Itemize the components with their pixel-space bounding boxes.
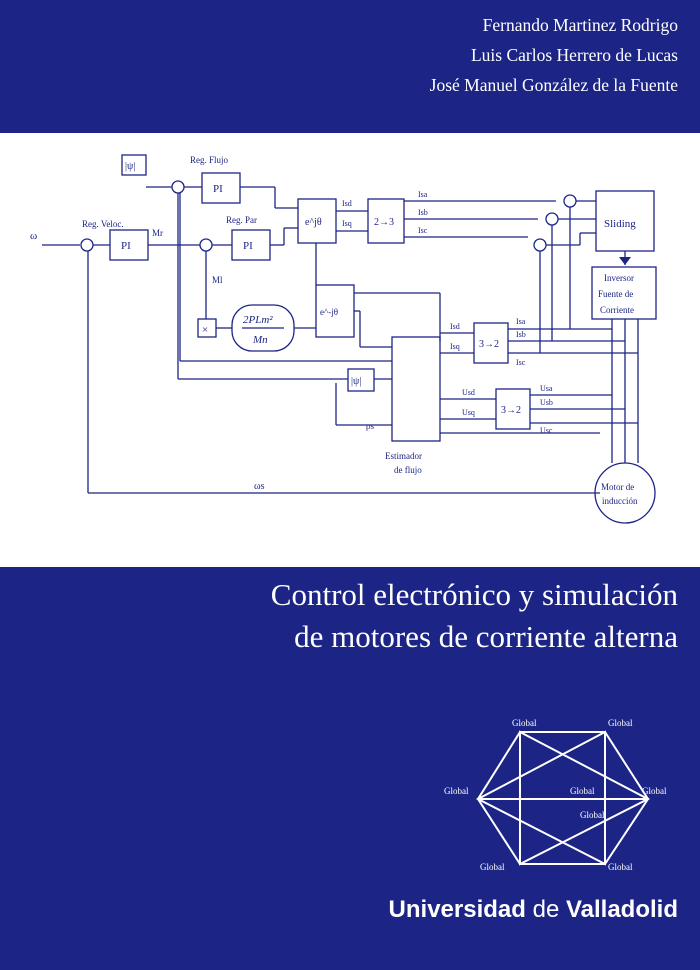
usq-label: Usq — [462, 408, 475, 417]
isa-meas-label: Isa — [516, 317, 526, 326]
title-line-2: de motores de corriente alterna — [294, 619, 678, 654]
author-3: José Manuel González de la Fuente — [429, 75, 678, 95]
sum-junction-torque — [199, 238, 213, 252]
logo-node-8: Global — [608, 862, 633, 872]
title-line-1: Control electrónico y simulación — [270, 577, 678, 612]
usd-label: Usd — [462, 388, 475, 397]
transform-block-e — [297, 198, 337, 244]
gain-denominator: Mn — [252, 334, 268, 346]
motor-symbol — [594, 462, 656, 524]
logo-node-7: Global — [480, 862, 505, 872]
logo-node-1: Global — [512, 718, 537, 728]
isd-meas-label: Isd — [450, 322, 460, 331]
reg-flux-label: Reg. Flujo — [190, 155, 229, 165]
isb-ref-label: Isb — [418, 208, 428, 217]
gain-numerator: 2PLm² — [243, 314, 273, 326]
motor-line-2: inducción — [602, 496, 638, 506]
book-title: Control electrónico y simulación de moto… — [271, 574, 678, 658]
inverter-line-3: Corriente — [600, 305, 634, 315]
sum-junction-flux — [171, 180, 185, 194]
mr-label: Mr — [152, 228, 163, 238]
inverter-line-2: Fuente de — [598, 289, 633, 299]
isq-meas-label: Isq — [450, 342, 460, 351]
publisher-word-3: Valladolid — [565, 896, 678, 923]
sum-junction-b — [545, 212, 559, 226]
logo-node-5: Global — [642, 786, 667, 796]
flux-ref-text: |ψ| — [125, 161, 135, 172]
pi-speed-text: PI — [121, 240, 131, 252]
publisher-name: Universidad de Valladolid — [389, 896, 678, 924]
isb-meas-label: Isb — [516, 330, 526, 339]
usa-label: Usa — [540, 384, 553, 393]
isq-ref-label: Isq — [342, 219, 352, 228]
motor-line-1: Motor de — [601, 482, 634, 492]
hexagram-logo: Global Global Global Global Global Globa… — [444, 718, 667, 872]
publisher-word-1: Universidad — [388, 896, 526, 923]
usc-label: Usc — [540, 426, 553, 435]
inverter-line-1: Inversor — [604, 273, 634, 283]
isc-ref-label: Isc — [418, 226, 428, 235]
author-list: Fernando Martinez Rodrigo Luis Carlos He… — [430, 10, 678, 100]
transform-inv-text: e^-jθ — [320, 307, 338, 317]
usb-label: Usb — [540, 398, 553, 407]
reg-torque-label: Reg. Par — [226, 215, 257, 225]
estimator-line-2: de flujo — [394, 465, 422, 475]
isd-ref-label: Isd — [342, 199, 352, 208]
logo-node-4: Global — [570, 786, 595, 796]
author-1: Fernando Martinez Rodrigo — [482, 15, 678, 35]
conv-2to3-block — [367, 198, 405, 244]
rho-label: ρs — [366, 421, 374, 431]
transform-e-text: e^jθ — [305, 217, 322, 228]
block-diagram: ω Reg. Veloc. PI Mr |ψ| Reg. Flujo PI — [30, 154, 657, 524]
flux-estimator-block — [391, 336, 441, 442]
sum-junction-speed — [80, 238, 94, 252]
pi-torque-text: PI — [243, 240, 253, 252]
est-flux-text: |ψ| — [351, 376, 361, 387]
speed-feedback-label: ωs — [254, 481, 265, 492]
ml-label: Ml — [212, 275, 223, 285]
logo-node-6: Global — [580, 810, 605, 820]
arrow-down-icon — [619, 257, 631, 265]
author-2: Luis Carlos Herrero de Lucas — [470, 45, 678, 65]
isc-meas-label: Isc — [516, 358, 526, 367]
logo-node-3: Global — [444, 786, 469, 796]
pi-flux-text: PI — [213, 183, 223, 195]
estimator-line-1: Estimador — [385, 451, 422, 461]
speed-input-label: ω — [30, 230, 37, 242]
flux-ref-box — [121, 154, 147, 176]
est-flux-box — [347, 368, 375, 392]
control-diagram-panel: ω Reg. Veloc. PI Mr |ψ| Reg. Flujo PI — [0, 133, 700, 567]
logo-node-2: Global — [608, 718, 633, 728]
multiplier-sign: × — [202, 324, 208, 336]
publisher-word-2: de — [532, 896, 560, 923]
reg-speed-label: Reg. Veloc. — [82, 219, 124, 229]
pi-block-flux — [201, 172, 241, 204]
sum-junction-c — [533, 238, 547, 252]
conv-3to2-current-text: 3→2 — [479, 339, 499, 350]
sum-junction-a — [563, 194, 577, 208]
inverter-block — [591, 266, 657, 320]
conv-3to2-voltage-block — [495, 388, 531, 430]
conv-3to2-voltage-text: 3→2 — [501, 405, 521, 416]
conv-2to3-text: 2→3 — [374, 217, 394, 228]
sliding-text: Sliding — [604, 218, 636, 230]
conv-3to2-current-block — [473, 322, 509, 364]
isa-ref-label: Isa — [418, 190, 428, 199]
